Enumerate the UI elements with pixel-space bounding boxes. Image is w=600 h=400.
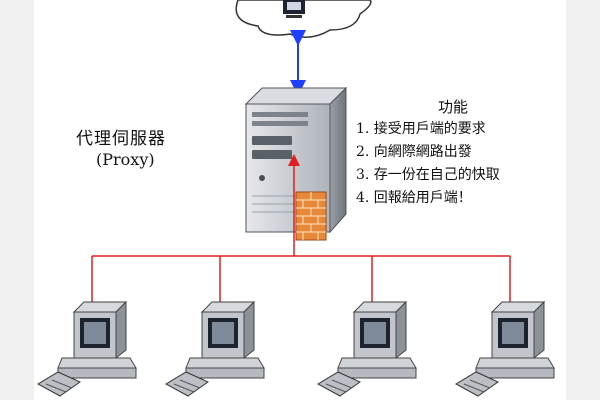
function-item: 3. 存一份在自己的快取: [356, 167, 500, 183]
internet-terminal-icon: [283, 0, 305, 18]
function-item: 2. 向網際網路出發: [356, 144, 472, 160]
client-computer-2: [164, 256, 265, 397]
desktop-computer-icon: [36, 300, 137, 397]
desktop-computer-icon: [454, 300, 555, 397]
firewall-icon: [295, 191, 327, 241]
client-computer-3: [316, 256, 417, 397]
functions-title: 功能: [438, 98, 469, 116]
function-item: 1. 接受用戶端的要求: [356, 121, 486, 137]
proxy-title: 代理伺服器: [76, 129, 166, 149]
client-computer-1: [36, 256, 137, 397]
desktop-computer-icon: [164, 300, 265, 397]
functions-list: 1. 接受用戶端的要求 2. 向網際網路出發 3. 存一份在自己的快取 4. 回…: [356, 118, 500, 210]
function-item: 4. 回報給用戶端！: [356, 190, 472, 206]
lan-bus: [92, 254, 510, 257]
cloud-icon: [235, 0, 372, 38]
desktop-computer-icon: [316, 300, 417, 397]
proxy-subtitle: (Proxy): [96, 150, 155, 169]
client-computer-4: [454, 256, 555, 397]
